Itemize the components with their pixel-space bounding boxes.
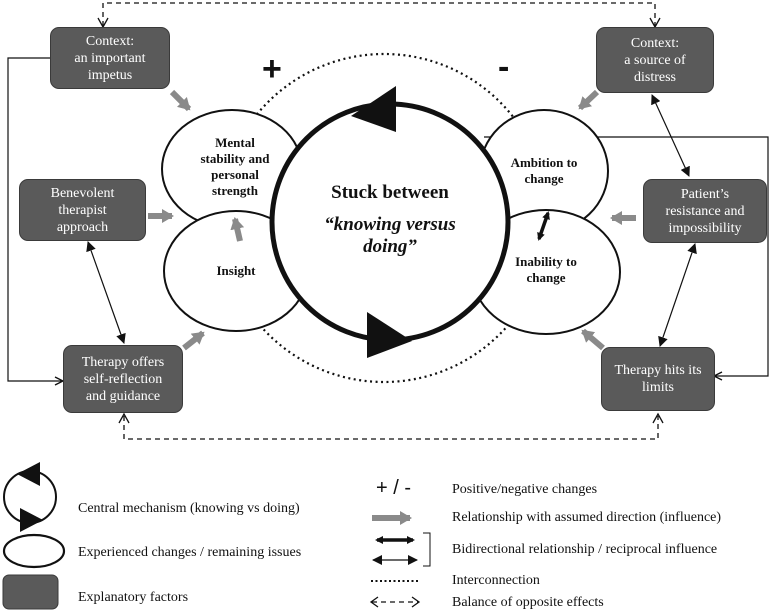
legend-explanatory-factors-icon: [2, 574, 59, 610]
text-line: Patient’s: [680, 186, 730, 202]
legend-plus-minus-symbol: + / -: [376, 477, 412, 499]
text-line: distress: [634, 69, 676, 85]
text-line: impetus: [87, 67, 133, 83]
text-line: approach: [56, 219, 109, 235]
plus-sign: +: [262, 50, 282, 88]
text-line: and guidance: [85, 388, 161, 404]
legend-experienced-changes-icon: [2, 533, 66, 569]
text-line: a source of: [624, 52, 686, 68]
legend-text-directed: Relationship with assumed direction (inf…: [452, 510, 722, 525]
text-line: self-reflection: [83, 371, 163, 387]
text-line: Ambition to: [510, 155, 578, 170]
text-line: “knowing versus: [324, 214, 456, 235]
legend-balance-icon: [369, 596, 421, 608]
minus-sign: -: [498, 48, 510, 86]
legend-text-positive-negative: Positive/negative changes: [452, 482, 598, 497]
bidir-ambition-inability: [537, 211, 550, 241]
legend-central-mechanism-icon: [3, 462, 57, 532]
text-line: doing”: [363, 236, 417, 257]
right-loop-connector: [484, 136, 769, 376]
influence-arrows: [148, 89, 636, 351]
bidir-distress-resistance: [651, 94, 690, 177]
text-line: therapist: [58, 202, 107, 218]
balance-top-connector: [97, 2, 661, 29]
text-line: personal: [211, 167, 259, 182]
legend-bracket: [423, 532, 431, 567]
text-line: Therapy offers: [81, 354, 165, 370]
text-line: Context:: [85, 33, 135, 49]
text-line: Context:: [630, 35, 680, 51]
text-line: resistance and: [665, 203, 745, 219]
center-title: Stuck between: [331, 182, 449, 203]
legend-text-bidirectional: Bidirectional relationship / reciprocal …: [452, 542, 718, 557]
legend-text-explanatory: Explanatory factors: [78, 590, 189, 605]
central-arrow-bottom-icon: [367, 312, 412, 358]
text-line: an important: [74, 50, 146, 66]
text-line: Inability to: [515, 254, 577, 269]
label-insight: Insight: [196, 263, 276, 279]
legend-text-central: Central mechanism (knowing vs doing): [78, 501, 300, 516]
central-arrow-top-icon: [351, 86, 396, 132]
legend-text-balance: Balance of opposite effects: [452, 595, 604, 610]
text-line: strength: [212, 183, 258, 198]
bidir-benevolent-selfreflection: [86, 241, 126, 344]
legend-text-experienced: Experienced changes / remaining issues: [78, 545, 302, 560]
text-line: limits: [642, 380, 674, 395]
bidir-resistance-limits: [658, 243, 697, 347]
legend-text-interconnection: Interconnection: [452, 573, 540, 588]
text-line: Benevolent: [50, 185, 115, 201]
text-line: impossibility: [668, 220, 742, 236]
text-line: change: [526, 270, 566, 285]
text-line: Mental: [215, 135, 255, 150]
left-loop-connector: [7, 57, 62, 381]
text-line: Therapy hits its: [614, 363, 702, 378]
text-line: Insight: [216, 263, 256, 278]
text-line: change: [524, 171, 564, 186]
text-line: stability and: [200, 151, 270, 166]
box-therapy-limits: Therapy hits its limits: [601, 347, 715, 411]
balance-bottom-connector: [118, 412, 664, 440]
